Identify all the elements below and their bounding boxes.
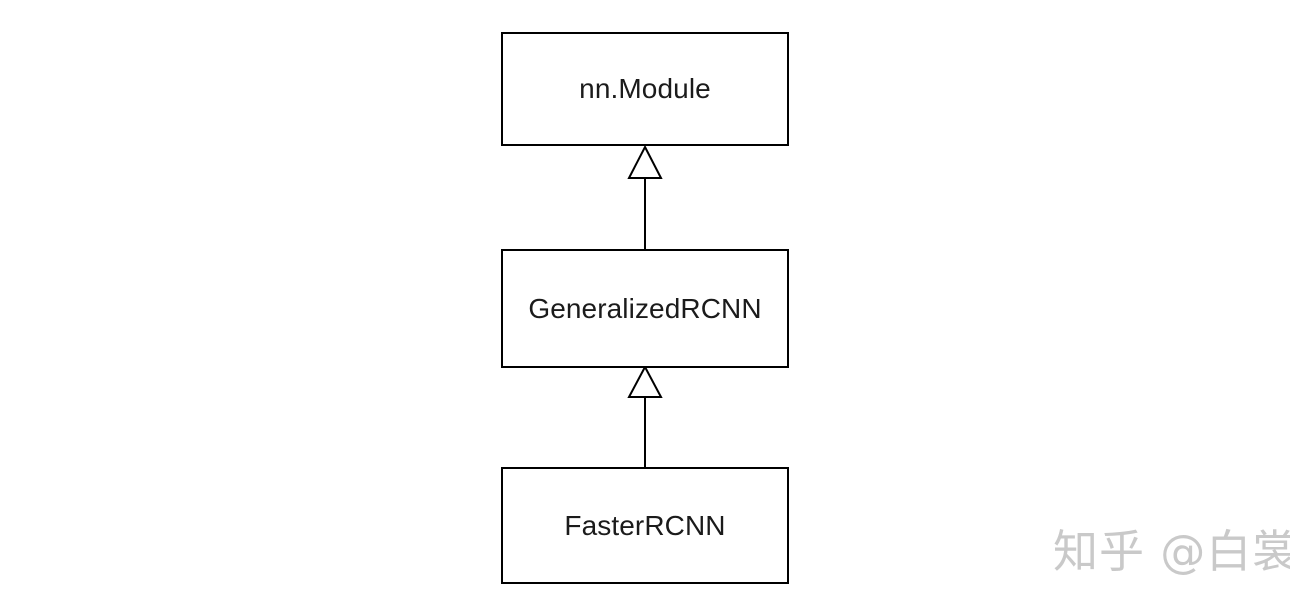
class-box-faster-rcnn[interactable] xyxy=(501,467,789,584)
inheritance-arrowhead-icon-generalized-to-module xyxy=(627,144,663,179)
inheritance-arrowhead-icon-faster-to-generalized xyxy=(627,364,663,398)
class-box-nn-module[interactable] xyxy=(501,32,789,146)
class-box-generalized-rcnn[interactable] xyxy=(501,249,789,368)
